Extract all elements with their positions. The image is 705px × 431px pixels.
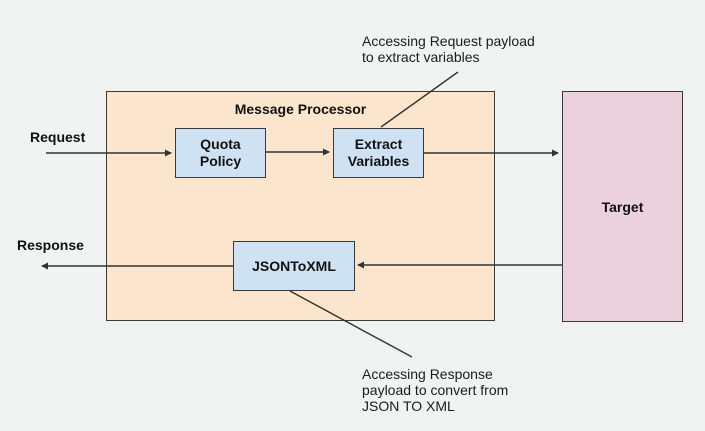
extract-variables-node: Extract Variables — [333, 128, 424, 178]
json-to-xml-node: JSONToXML — [233, 241, 355, 291]
quota-policy-label: Quota Policy — [199, 136, 242, 169]
message-processor-title: Message Processor — [234, 101, 367, 117]
request-label: Request — [30, 129, 86, 145]
annotation-request-payload: Accessing Request payload to extract var… — [362, 33, 535, 65]
annotation-response-payload: Accessing Response payload to convert fr… — [362, 366, 509, 414]
extract-variables-label: Extract Variables — [347, 136, 410, 169]
quota-policy-node: Quota Policy — [175, 128, 266, 178]
target-box: Target — [562, 91, 683, 322]
json-to-xml-label: JSONToXML — [252, 257, 336, 274]
target-label: Target — [601, 198, 644, 215]
response-label: Response — [17, 237, 84, 253]
